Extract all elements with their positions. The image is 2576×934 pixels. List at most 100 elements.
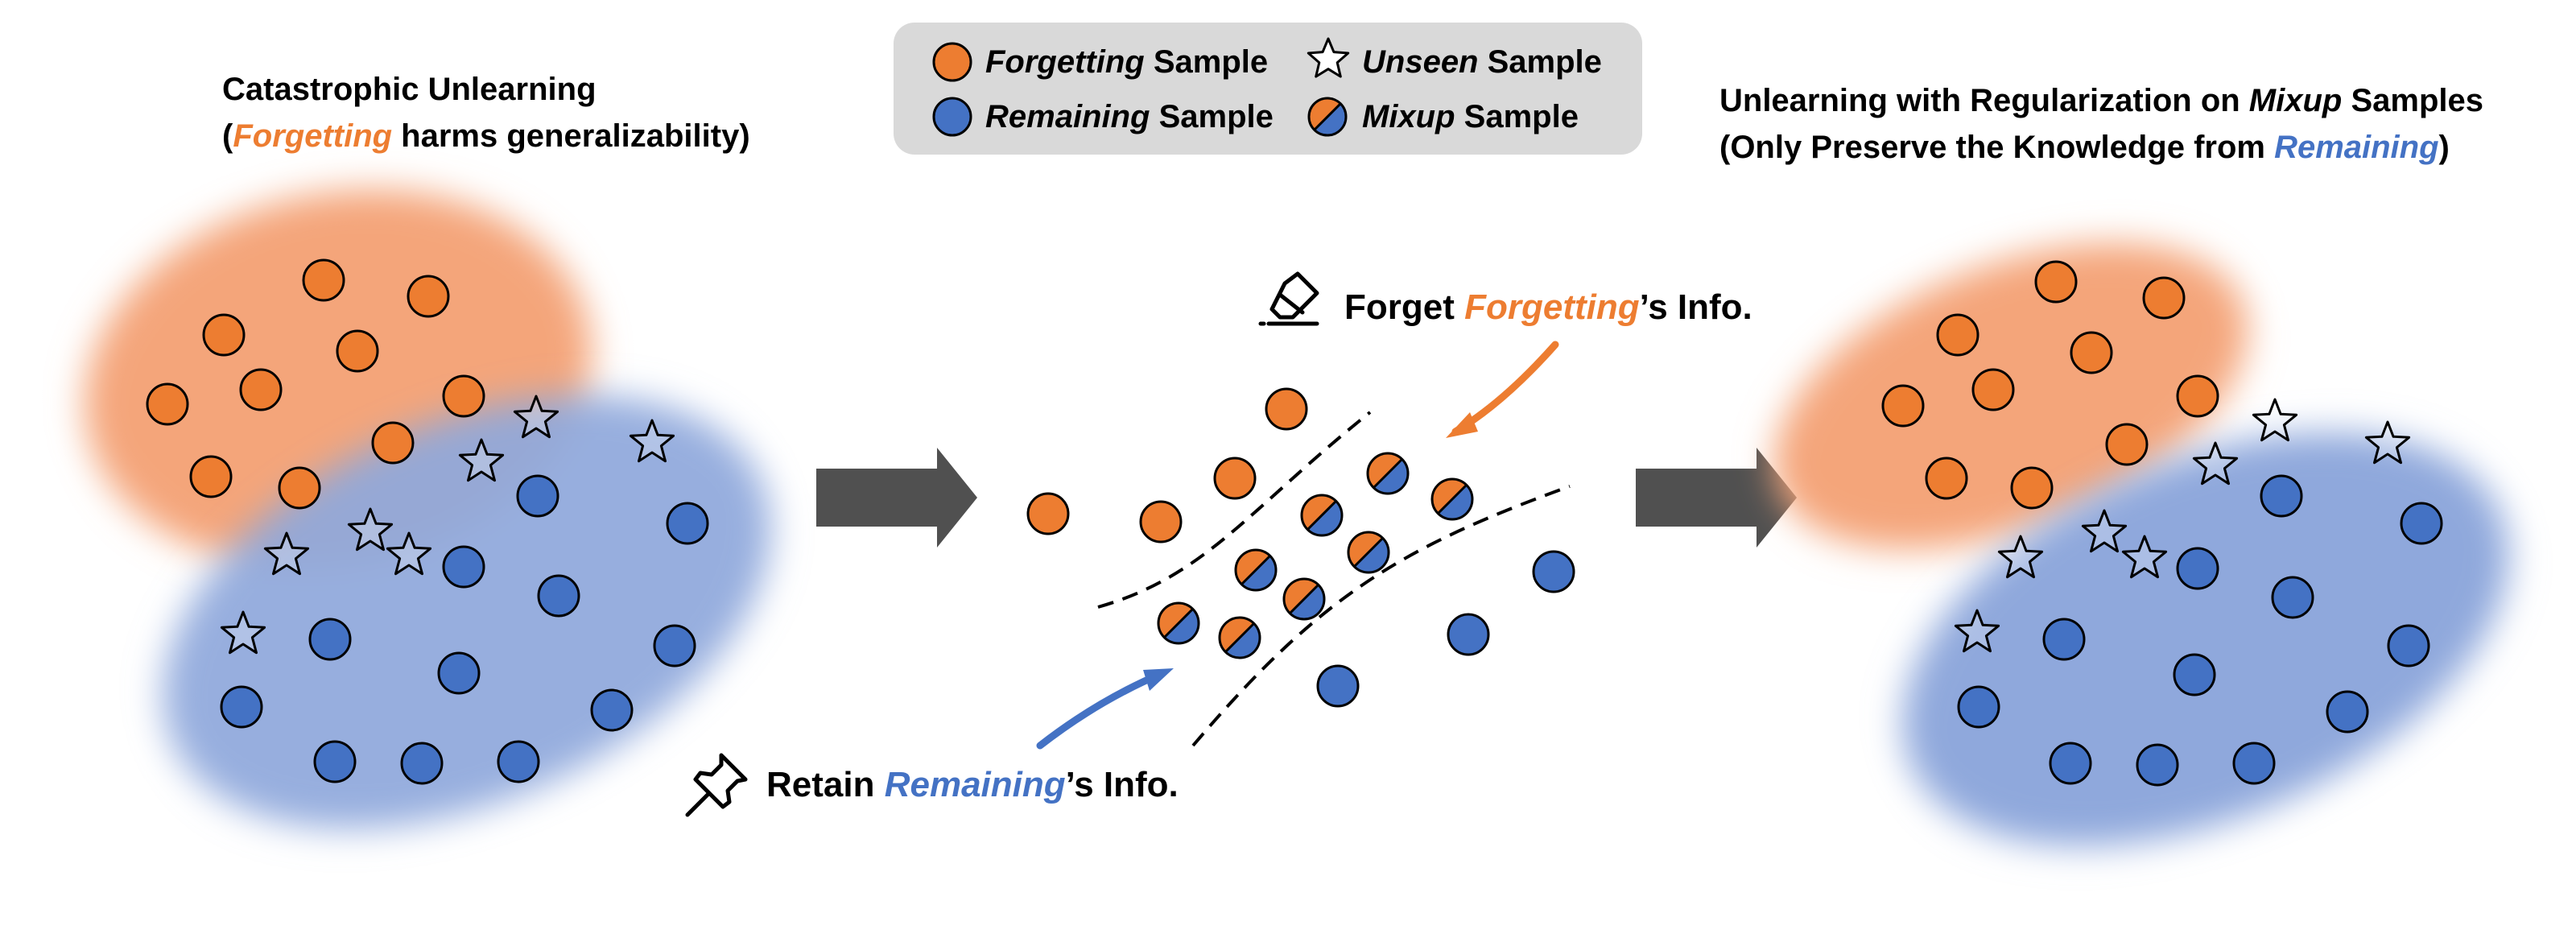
forgetting-sample — [2176, 374, 2219, 418]
left-title-line2: (Forgetting harms generalizability) — [222, 118, 750, 154]
forget-arrowhead — [1446, 412, 1478, 438]
legend: Forgetting Sample Remaining Sample Unsee… — [894, 23, 1642, 155]
unseen-sample — [1954, 609, 2000, 653]
retain-label: Retain Remaining’s Info. — [766, 765, 1179, 804]
forgetting-sample — [1139, 500, 1183, 543]
forgetting-sample — [442, 374, 485, 418]
boundary-line-lower — [1191, 485, 1571, 747]
remaining-sample — [497, 740, 540, 783]
left-panel — [85, 189, 771, 829]
remaining-sample — [653, 624, 696, 667]
remaining-sample — [2387, 624, 2430, 667]
left-title-line1: Catastrophic Unlearning — [222, 72, 597, 107]
forgetting-sample — [2105, 423, 2149, 466]
remaining-sample — [2271, 576, 2314, 619]
forgetting-sample — [146, 382, 189, 426]
forgetting-sample — [1925, 457, 1968, 500]
remaining-sample — [2173, 653, 2216, 696]
forgetting-sample — [407, 275, 450, 318]
process-arrow-right — [1636, 448, 1797, 548]
remaining-sample — [2049, 742, 2092, 785]
remaining-sample — [1957, 685, 2000, 729]
remaining-sample — [400, 742, 444, 785]
forgetting-sample — [278, 466, 321, 510]
forgetting-sample — [2070, 331, 2113, 374]
mixup-sample — [1347, 531, 1390, 574]
forgetting-sample — [1265, 387, 1308, 431]
legend-forgetting: Forgetting Sample — [985, 44, 1269, 80]
unseen-sample — [1997, 535, 2044, 579]
remaining-sample — [1532, 550, 1575, 593]
forgetting-sample — [302, 258, 345, 302]
remaining-sample — [437, 651, 481, 695]
unseen-sample — [347, 507, 394, 552]
remaining-sample — [537, 574, 580, 618]
forgetting-sample — [1881, 384, 1925, 428]
remaining-sample — [220, 685, 263, 729]
unseen-sample — [458, 438, 505, 482]
right-title-line2: (Only Preserve the Knowledge from Remain… — [1719, 130, 2450, 165]
unseen-sample — [629, 419, 675, 463]
unseen-sample — [513, 395, 559, 439]
eraser-icon — [1258, 271, 1319, 326]
mixup-sample — [1282, 577, 1326, 621]
unseen-sample — [263, 531, 310, 576]
mixup-sample — [1218, 616, 1261, 659]
forgetting-sample — [1936, 313, 1979, 357]
forgetting-sample — [1213, 457, 1257, 500]
unseen-sample — [386, 531, 432, 576]
mixup-sample-icon — [1307, 97, 1348, 137]
forgetting-sample — [189, 455, 233, 498]
right-panel — [1774, 243, 2509, 846]
remaining-region-right — [1902, 432, 2509, 846]
forgetting-sample — [239, 368, 283, 411]
remaining-sample — [308, 618, 352, 661]
retain-arrow — [1036, 669, 1166, 750]
middle-panel — [816, 341, 1797, 750]
legend-unseen: Unseen Sample — [1362, 44, 1602, 80]
forgetting-sample — [2034, 260, 2078, 304]
right-title-line1: Unlearning with Regularization on Mixup … — [1719, 83, 2483, 118]
mixup-sample — [1234, 548, 1278, 592]
remaining-sample — [2042, 618, 2086, 661]
unseen-sample — [2364, 420, 2411, 465]
forgetting-sample-icon — [932, 42, 972, 82]
forgetting-sample — [1971, 368, 2015, 411]
mixup-sample — [1366, 452, 1410, 495]
unseen-sample — [2192, 441, 2239, 486]
remaining-sample — [313, 740, 357, 783]
retain-arrowhead — [1143, 668, 1174, 691]
legend-mixup: Mixup Sample — [1362, 99, 1579, 134]
remaining-sample — [1447, 613, 1490, 656]
unseen-sample — [2252, 398, 2298, 442]
remaining-sample — [2232, 742, 2276, 785]
remaining-sample — [666, 502, 709, 545]
mixup-sample — [1300, 494, 1344, 537]
left-title: Catastrophic Unlearning (Forgetting harm… — [222, 66, 750, 159]
legend-remaining: Remaining Sample — [985, 99, 1274, 134]
unseen-sample — [220, 610, 266, 655]
pushpin-icon — [685, 753, 748, 817]
unseen-sample-icon — [1307, 37, 1350, 78]
forgetting-sample — [2010, 466, 2054, 510]
unseen-sample — [2121, 535, 2168, 579]
remaining-sample — [2400, 502, 2443, 545]
remaining-sample — [516, 474, 559, 518]
remaining-sample — [442, 545, 485, 589]
process-arrow-left — [816, 448, 977, 548]
remaining-sample — [2326, 690, 2369, 734]
mixup-sample — [1157, 601, 1200, 645]
forget-label: Forget Forgetting’s Info. — [1344, 287, 1752, 327]
remaining-sample — [2136, 743, 2179, 787]
remaining-sample-icon — [932, 97, 972, 137]
mixup-sample — [1430, 477, 1474, 521]
forgetting-sample — [371, 421, 415, 465]
remaining-sample — [2176, 547, 2219, 590]
remaining-sample — [2260, 474, 2303, 518]
forgetting-sample — [1026, 492, 1070, 535]
forgetting-sample — [202, 313, 246, 357]
right-title: Unlearning with Regularization on Mixup … — [1719, 77, 2483, 171]
forgetting-sample — [336, 329, 379, 373]
forgetting-sample — [2142, 276, 2186, 320]
